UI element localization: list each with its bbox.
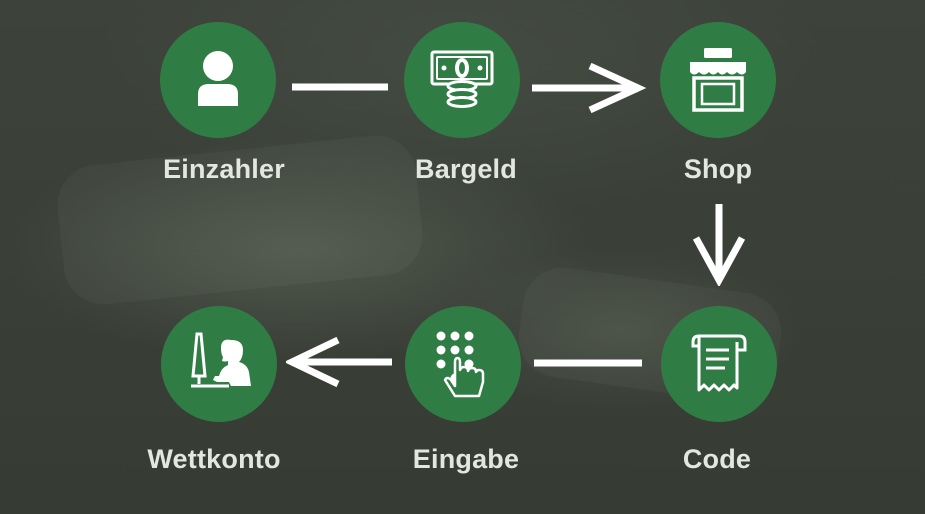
arrow-down-icon <box>692 204 746 286</box>
connector-line-code-eingabe <box>534 359 642 367</box>
node-code <box>661 306 777 422</box>
connector-line-einzahler-bargeld <box>292 83 388 91</box>
node-einzahler <box>160 22 276 138</box>
label-einzahler: Einzahler <box>163 154 285 184</box>
person-icon <box>198 51 238 106</box>
node-wettkonto <box>161 306 277 422</box>
cash-icon <box>430 50 494 108</box>
shop-icon <box>690 48 746 112</box>
computer-user-icon <box>191 332 251 388</box>
label-shop: Shop <box>683 154 753 184</box>
node-shop <box>660 22 776 138</box>
receipt-icon <box>691 334 747 392</box>
label-wettkonto: Wettkonto <box>147 444 281 474</box>
arrow-left-icon <box>286 336 392 388</box>
arrow-right-icon <box>532 62 646 114</box>
node-eingabe <box>405 306 521 422</box>
label-code: Code <box>682 444 752 474</box>
label-bargeld: Bargeld <box>415 154 517 184</box>
keypad-icon <box>436 331 485 398</box>
node-bargeld <box>404 22 520 138</box>
label-eingabe: Eingabe <box>412 444 520 474</box>
